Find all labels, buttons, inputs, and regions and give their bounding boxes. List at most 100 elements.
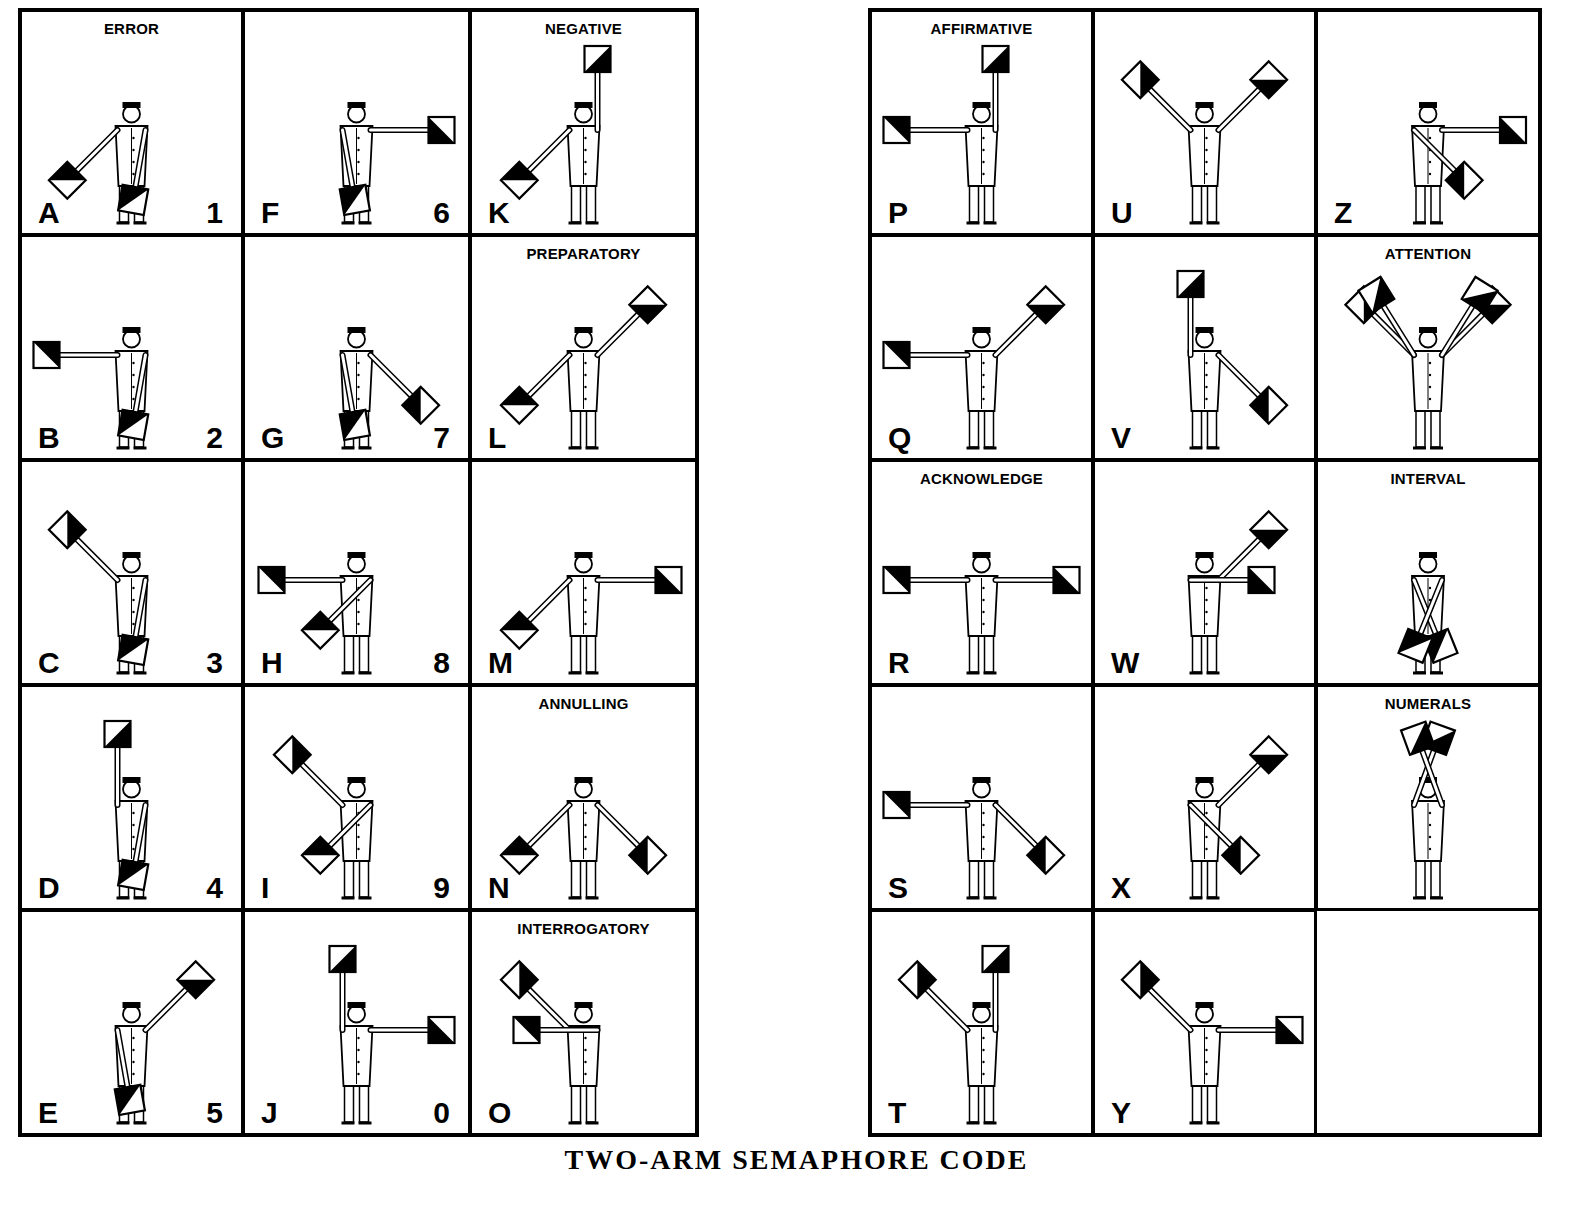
arm	[118, 1030, 128, 1087]
signaller-figure	[1122, 61, 1287, 223]
numeral-label: 4	[206, 873, 223, 903]
flag-field	[656, 567, 682, 593]
flag-half	[49, 511, 86, 548]
button	[1205, 149, 1207, 151]
button	[982, 1037, 984, 1039]
shoe	[586, 897, 599, 900]
button	[982, 374, 984, 376]
sleeve	[343, 355, 353, 412]
flag-field	[302, 612, 339, 649]
semaphore-flag	[1398, 629, 1432, 663]
numeral-label: 7	[433, 423, 450, 453]
tunic-seam	[356, 578, 357, 634]
button	[584, 161, 586, 163]
torso	[1189, 351, 1221, 411]
flag-field	[501, 612, 538, 649]
cap	[123, 327, 141, 333]
semaphore-cell: T	[870, 910, 1093, 1135]
flag-half	[429, 117, 455, 143]
signaller-figure	[1189, 736, 1288, 898]
button	[584, 1049, 586, 1051]
button	[357, 824, 359, 826]
arm	[135, 130, 145, 187]
sleeve	[910, 129, 968, 132]
arm	[329, 805, 370, 846]
flag-field	[1249, 567, 1275, 593]
leg	[587, 1082, 596, 1122]
leg	[970, 857, 979, 897]
tunic-seam	[1204, 353, 1205, 409]
leg	[587, 407, 596, 447]
semaphore-flag	[34, 342, 60, 368]
flag-field	[585, 46, 611, 72]
letter-label: V	[1111, 423, 1131, 453]
flag-half	[1249, 567, 1275, 593]
shoe	[967, 447, 980, 450]
arm	[60, 352, 118, 358]
sleeve	[135, 580, 145, 637]
button	[1429, 161, 1431, 163]
flag-half	[1027, 837, 1064, 874]
sleeve	[1383, 306, 1414, 355]
shoe	[569, 447, 582, 450]
flag-half	[115, 1085, 145, 1115]
shoe	[117, 447, 130, 450]
shoe	[134, 897, 147, 900]
semaphore-cell: X	[1093, 685, 1316, 910]
button	[982, 848, 984, 850]
arm	[1383, 306, 1414, 355]
shoe	[984, 447, 997, 450]
flag-field	[34, 342, 60, 368]
flag-half	[1250, 511, 1287, 548]
torso	[568, 801, 600, 861]
letter-label: G	[261, 423, 284, 453]
signal-name: PREPARATORY	[524, 246, 642, 261]
head	[348, 331, 365, 348]
signaller-figure	[1412, 102, 1526, 223]
flag-field	[49, 511, 86, 548]
button	[1429, 398, 1431, 400]
shoe	[117, 897, 130, 900]
flag-field	[1122, 61, 1159, 98]
leg	[1431, 857, 1440, 897]
sleeve	[910, 354, 968, 357]
cap	[348, 552, 366, 558]
shoe	[569, 1122, 582, 1125]
sleeve	[1414, 130, 1455, 171]
shoe	[984, 1122, 997, 1125]
arm	[528, 805, 569, 846]
letter-label: Z	[1334, 198, 1352, 228]
tunic-seam	[583, 353, 584, 409]
arm	[910, 127, 968, 133]
button	[132, 149, 134, 151]
button	[1429, 137, 1431, 139]
button	[1205, 1037, 1207, 1039]
flag-field	[118, 635, 148, 665]
semaphore-flag	[1462, 277, 1498, 313]
arm	[146, 989, 187, 1030]
button	[357, 1061, 359, 1063]
flag-field	[1222, 837, 1259, 874]
arm	[996, 314, 1037, 355]
torso	[966, 801, 998, 861]
torso	[568, 576, 600, 636]
button	[584, 1037, 586, 1039]
head	[1420, 106, 1437, 123]
button	[357, 398, 359, 400]
tunic-seam	[583, 128, 584, 184]
torso	[1412, 351, 1444, 411]
semaphore-cell: AFFIRMATIVEP	[870, 10, 1093, 235]
flag-half	[177, 961, 214, 998]
button	[1205, 173, 1207, 175]
cap	[575, 552, 593, 558]
flag-half	[1401, 722, 1434, 755]
flag-half	[1222, 837, 1259, 874]
sleeve	[996, 805, 1037, 846]
arm	[1191, 577, 1249, 583]
sleeve	[1219, 355, 1260, 396]
semaphore-cell: ACKNOWLEDGER	[870, 460, 1093, 685]
semaphore-cell: Y	[1093, 910, 1316, 1135]
flag-field	[1250, 387, 1287, 424]
button	[357, 161, 359, 163]
signaller-figure	[501, 552, 682, 673]
